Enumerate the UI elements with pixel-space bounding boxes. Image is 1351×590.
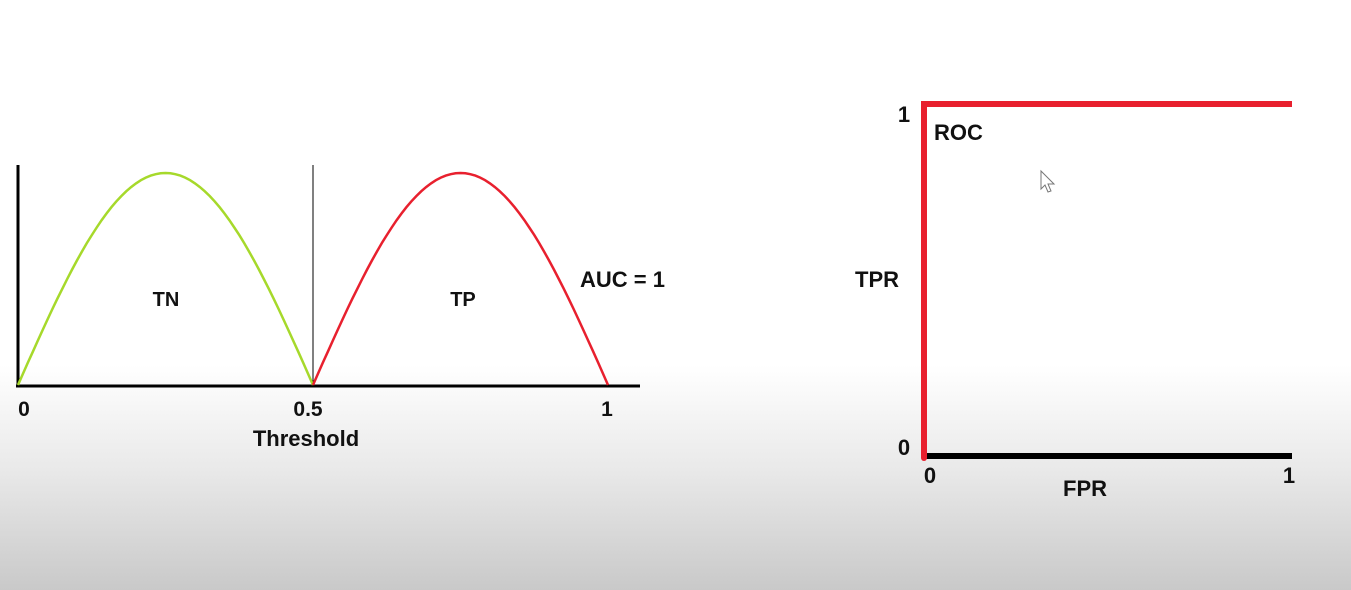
tp-curve bbox=[311, 171, 610, 386]
threshold-chart: TN TP AUC = 1 0 0.5 1 Threshold bbox=[16, 165, 665, 451]
tn-label: TN bbox=[153, 289, 180, 311]
auc-annotation: AUC = 1 bbox=[580, 267, 665, 292]
roc-chart: ROC 1 0 0 1 TPR FPR bbox=[855, 101, 1295, 501]
x-tick-label: 0.5 bbox=[293, 398, 323, 421]
x-tick-label: 0 bbox=[18, 398, 30, 421]
mouse-cursor-icon bbox=[1040, 169, 1056, 193]
y-axis-label: TPR bbox=[855, 267, 899, 292]
roc-title: ROC bbox=[934, 120, 983, 145]
x-axis-label: Threshold bbox=[253, 426, 359, 451]
y-tick-label: 0 bbox=[898, 435, 910, 460]
tn-curve bbox=[16, 171, 315, 386]
roc-curve bbox=[921, 101, 1292, 456]
y-tick-label: 1 bbox=[898, 102, 910, 127]
tp-label: TP bbox=[450, 289, 476, 311]
x-tick-label: 0 bbox=[924, 463, 936, 488]
x-axis-label: FPR bbox=[1063, 476, 1107, 501]
x-tick-label: 1 bbox=[1283, 463, 1295, 488]
x-tick-label: 1 bbox=[601, 398, 613, 421]
